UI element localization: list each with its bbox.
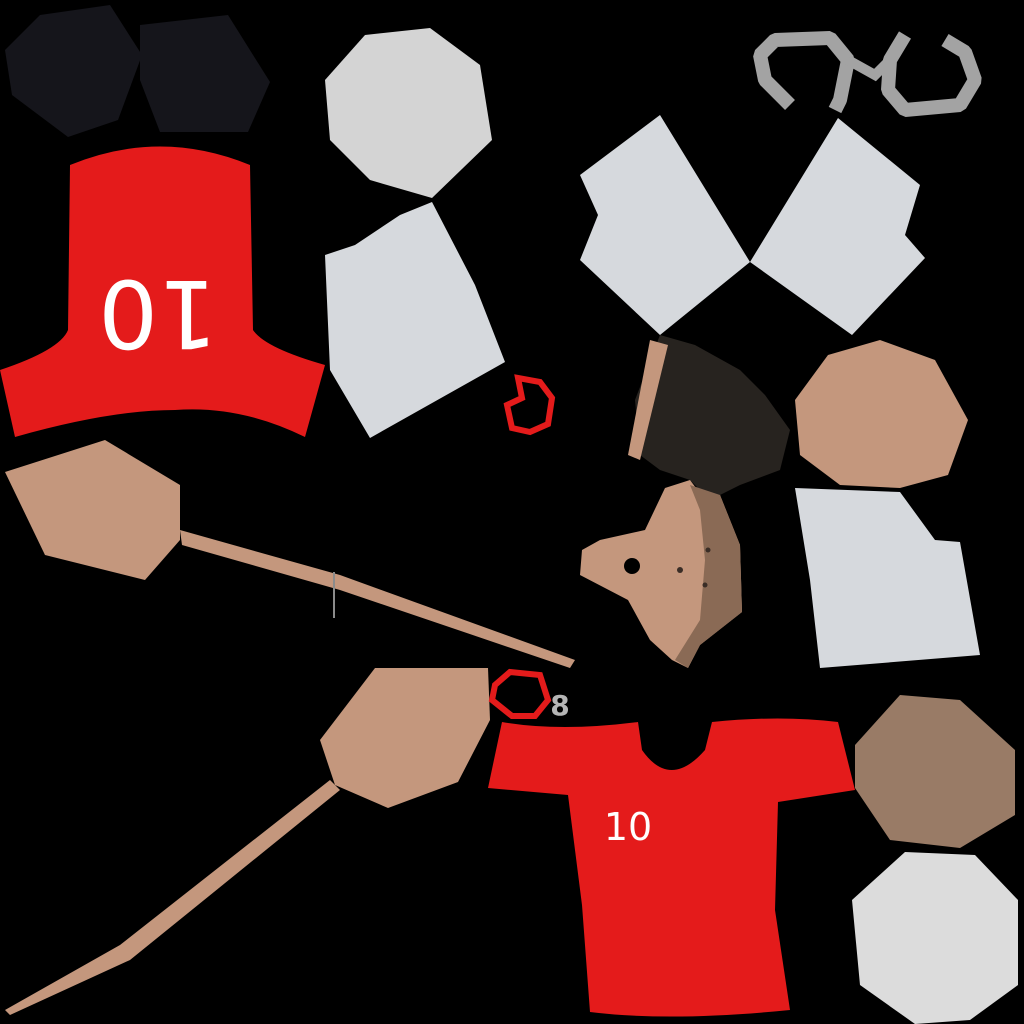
skin-patch-dark	[855, 695, 1015, 848]
hair-edge-skin	[628, 340, 668, 460]
sock-bottom-patch	[852, 852, 1018, 1024]
badge-digit: 8	[550, 689, 569, 722]
shoe-patch-right	[140, 15, 270, 132]
sock-top-patch	[325, 28, 492, 198]
neck-ring-icon	[488, 668, 552, 719]
shirt-front-number: 10	[604, 805, 652, 849]
face-shadow	[675, 485, 742, 668]
face-detail-1	[677, 567, 683, 573]
cuff-ring-left-icon	[753, 31, 855, 114]
shorts-left	[580, 115, 750, 335]
sleeve-left	[325, 202, 505, 438]
face-detail-2	[705, 547, 711, 553]
arm-limb-left	[180, 530, 575, 668]
arm-limb-right	[5, 780, 340, 1015]
shirt-back-number: 10	[98, 258, 218, 367]
arm-upper-left	[5, 440, 180, 580]
sleeve-right	[795, 488, 980, 668]
skin-patch-upper	[795, 340, 968, 488]
cuff-ring-link	[845, 55, 894, 82]
shorts-right	[750, 118, 925, 335]
shoe-patch-left	[5, 5, 142, 137]
hair-patch	[635, 335, 790, 500]
collar-ring-icon	[503, 374, 556, 436]
shirt-back	[0, 146, 325, 437]
shirt-front	[488, 718, 855, 1017]
face-ear-hole	[624, 558, 640, 574]
face-detail-3	[702, 582, 708, 588]
arm-upper-right	[320, 668, 490, 808]
